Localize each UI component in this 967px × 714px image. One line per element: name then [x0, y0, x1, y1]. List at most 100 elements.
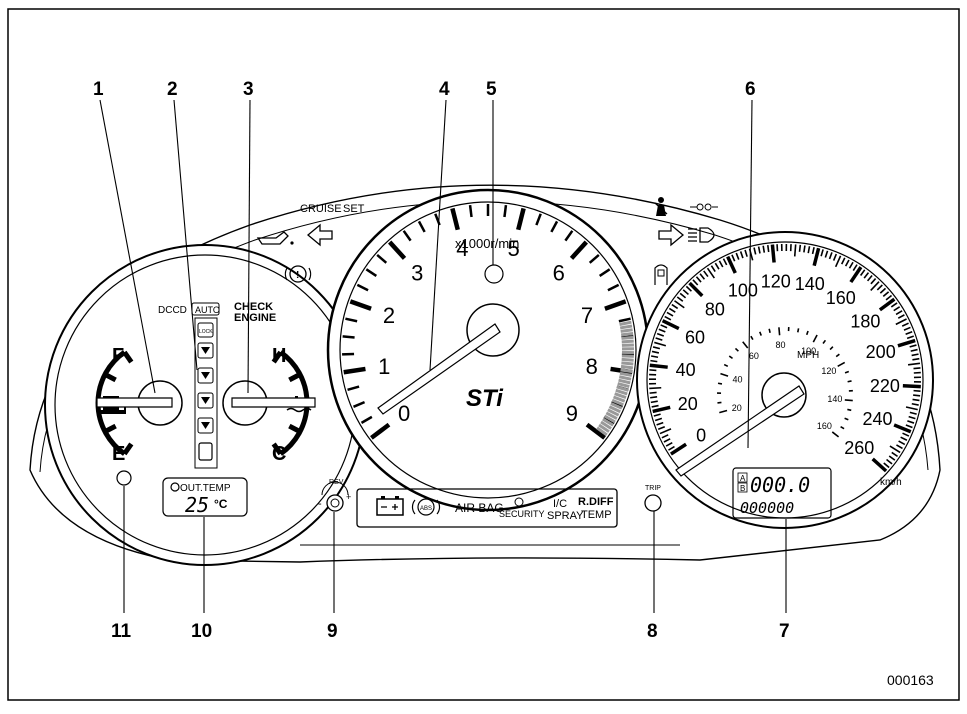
mph-tick	[779, 327, 780, 335]
trip-b-label: B	[740, 484, 745, 493]
mph-tick	[845, 400, 853, 401]
kmh-tick	[649, 370, 656, 371]
kmh-tick	[650, 361, 657, 362]
mph-number: 120	[821, 366, 836, 376]
mph-tick	[847, 409, 851, 410]
redline-segment	[622, 359, 634, 360]
callout-11: 11	[111, 621, 132, 642]
redline-segment	[621, 337, 633, 338]
redline-segment	[620, 373, 632, 375]
kmh-number: 260	[844, 438, 874, 458]
sti-logo: STi	[466, 385, 504, 412]
intercooler-spray-label-line2: SPRAY	[547, 510, 584, 522]
odometer-value: 000000	[740, 499, 794, 517]
callout-2: 2	[167, 79, 178, 100]
kmh-tick	[914, 391, 921, 392]
redline-segment	[621, 330, 633, 332]
callout-8: 8	[647, 621, 658, 642]
trip-meter-value: 000.0	[750, 473, 810, 497]
callout-5: 5	[486, 79, 497, 100]
tach-tick	[470, 205, 471, 217]
dccd-lock-label: LOCK	[199, 329, 213, 335]
callout-6: 6	[745, 79, 756, 100]
redline-segment	[622, 356, 634, 357]
kmh-number: 200	[866, 342, 896, 362]
mph-number: 40	[733, 374, 743, 384]
out-temp-unit: °C	[214, 497, 228, 511]
mph-tick	[718, 383, 722, 384]
temp-cold-label: C	[272, 443, 286, 465]
kmh-tick	[649, 388, 661, 389]
callout-3: 3	[243, 79, 254, 100]
seatbelt-warning-icon	[655, 197, 667, 216]
callout-9: 9	[327, 621, 338, 642]
tach-number: 2	[383, 303, 395, 328]
figure-code: 000163	[887, 672, 934, 688]
kmh-tick	[912, 359, 919, 360]
kmh-number: 220	[870, 376, 900, 396]
kmh-number: 80	[705, 300, 725, 320]
airbag-warning-label: AIR BAG	[455, 501, 504, 515]
mph-number: 20	[732, 403, 742, 413]
kmh-tick	[763, 246, 764, 253]
callout-10: 10	[191, 621, 212, 642]
kmh-tick	[800, 245, 801, 252]
fuel-empty-label: E	[112, 443, 125, 465]
kmh-number: 60	[685, 327, 705, 347]
intercooler-spray-label-line1: I/C	[553, 498, 567, 510]
fuel-full-label: F	[112, 345, 124, 367]
cruise-set-label: SET	[343, 203, 365, 215]
kmh-tick	[913, 368, 920, 369]
door-open-warning-icon	[655, 265, 667, 285]
kmh-label: km/h	[880, 477, 902, 488]
rev-set-knob	[327, 495, 343, 511]
out-temp-value: 25	[185, 493, 209, 517]
tach-number: 9	[566, 401, 578, 426]
kmh-tick	[913, 395, 920, 396]
headlight-high-beam-icon	[688, 228, 714, 242]
tach-number: 1	[378, 354, 390, 379]
mph-number: 80	[776, 340, 786, 350]
callout-7: 7	[779, 621, 790, 642]
rear-diff-temp-label-line1: R.DIFF	[578, 496, 614, 508]
kmh-number: 120	[761, 271, 791, 291]
trip-a-label: A	[740, 474, 746, 483]
abs-label: ABS	[420, 506, 432, 512]
kmh-tick	[651, 401, 658, 402]
rev-plus-label: +	[346, 492, 351, 502]
kmh-number: 180	[850, 312, 880, 332]
left-gauge-outer-ring	[45, 245, 365, 565]
mph-tick	[798, 328, 799, 332]
kmh-number: 160	[826, 288, 856, 308]
dccd-label: DCCD	[158, 305, 187, 316]
redline-segment	[621, 370, 633, 372]
mph-number: 160	[817, 421, 832, 431]
callout-1: 1	[93, 79, 104, 100]
tach-tick	[343, 336, 355, 337]
mph-tick	[769, 329, 770, 333]
right-turn-signal-icon	[659, 225, 683, 245]
shift-indicator-lamp	[485, 265, 503, 283]
kmh-number: 40	[676, 360, 696, 380]
mph-number: 140	[827, 394, 842, 404]
tach-number: 8	[586, 354, 598, 379]
cruise-label: CRUISE	[300, 203, 342, 215]
kmh-tick	[768, 245, 769, 252]
kmh-tick	[650, 365, 668, 367]
fuel-needle	[97, 398, 172, 407]
trip-reset-knob	[645, 495, 661, 511]
redline-segment	[621, 366, 633, 367]
kmh-tick	[650, 397, 657, 398]
parking-light-icon	[690, 204, 718, 210]
mph-tick	[848, 381, 852, 382]
kmh-number: 20	[678, 394, 698, 414]
rev-minus-label: -	[318, 498, 322, 510]
dccd-auto-indicator: AUTO	[195, 305, 220, 315]
kmh-tick	[772, 245, 774, 263]
svg-text:!: !	[296, 270, 299, 281]
left-turn-signal-icon	[308, 225, 332, 245]
kmh-number: 0	[696, 425, 706, 445]
indicator-lamp-11	[117, 471, 131, 485]
tach-tick	[504, 205, 505, 217]
redline-segment	[622, 341, 634, 342]
